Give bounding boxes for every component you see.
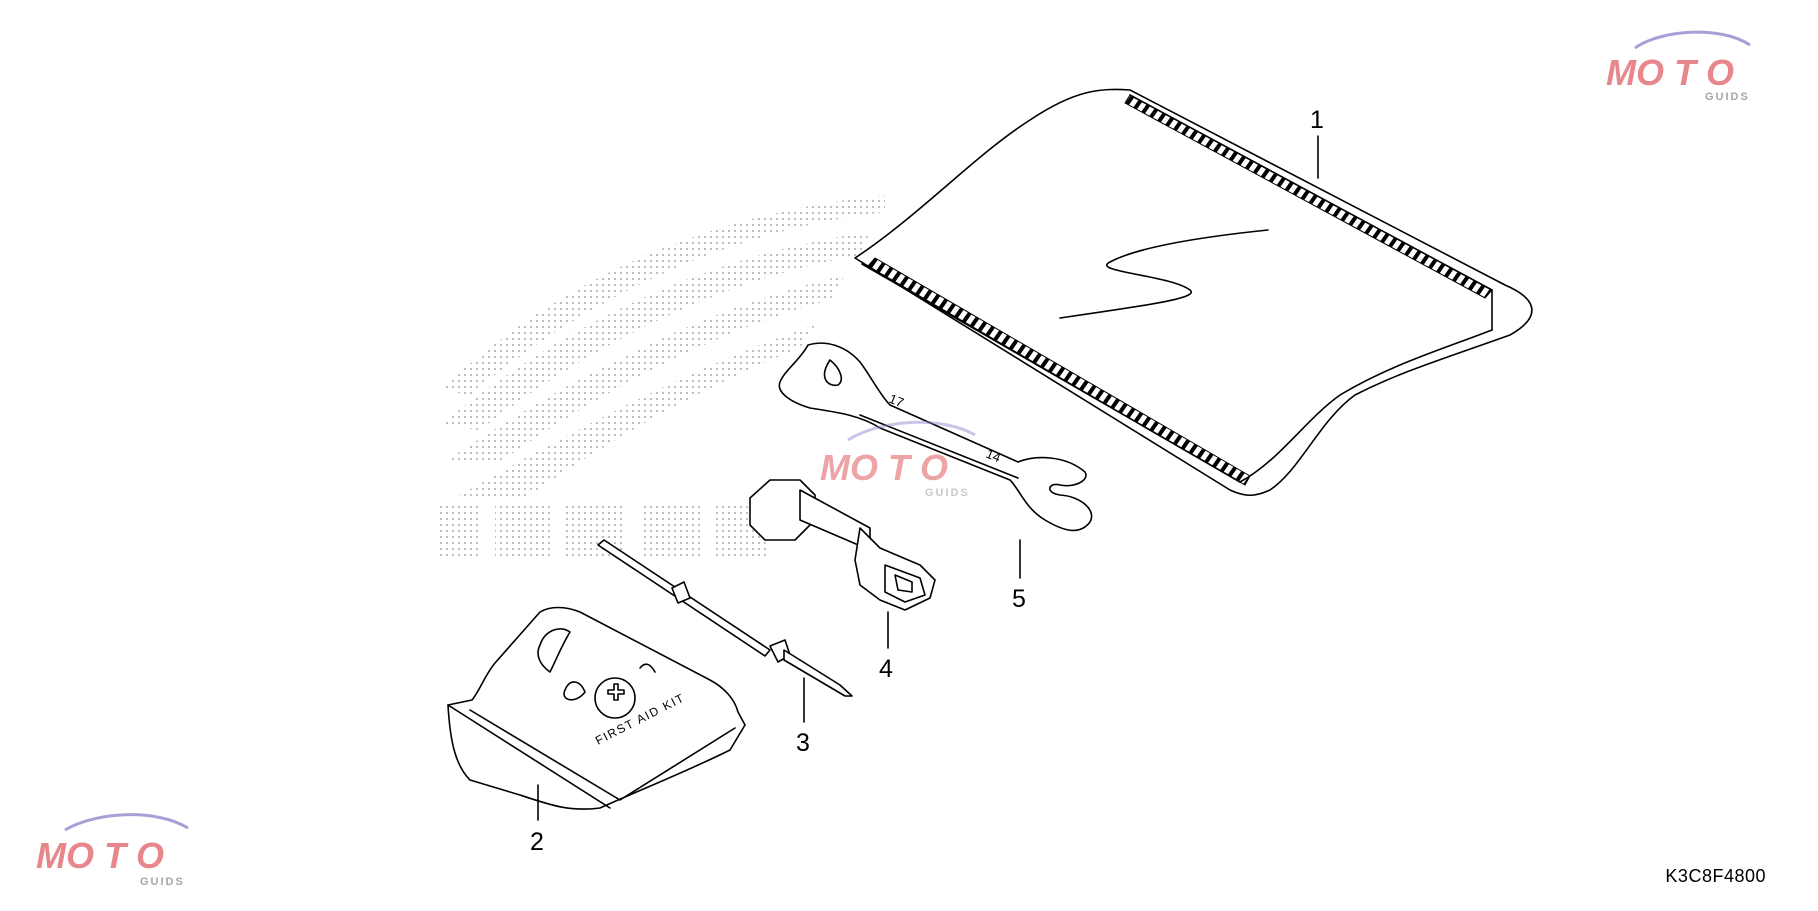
diagram-code: K3C8F4800 (1665, 866, 1766, 886)
part-3-screwdriver (597, 539, 853, 723)
callout-2: 2 (530, 828, 544, 856)
honda-wing-logo-watermark (440, 195, 885, 557)
wrench-size-14: 14 (984, 446, 1003, 465)
part-4-plug-wrench (749, 479, 936, 649)
moto-logo-watermark-top-right: MO T O GUIDS (1606, 30, 1751, 103)
svg-text:GUIDS: GUIDS (1705, 91, 1750, 103)
callout-4: 4 (879, 655, 893, 683)
part-1-tool-bag (854, 88, 1533, 497)
svg-text:MO T O: MO T O (36, 835, 164, 876)
part-5-wrench: 17 14 (778, 342, 1093, 579)
callout-1: 1 (1310, 106, 1324, 134)
moto-logo-watermark-center: MO T O GUIDS (820, 420, 976, 499)
wrench-size-17: 17 (887, 391, 906, 410)
svg-text:MO T O: MO T O (1606, 52, 1734, 93)
svg-text:GUIDS: GUIDS (140, 876, 185, 888)
svg-text:GUIDS: GUIDS (925, 487, 970, 499)
part-2-first-aid-kit: FIRST AID KIT (447, 606, 746, 821)
moto-logo-watermark-bottom-left: MO T O GUIDS (36, 813, 189, 888)
callout-5: 5 (1012, 585, 1026, 613)
callout-3: 3 (796, 729, 810, 757)
svg-text:MO T O: MO T O (820, 447, 948, 488)
